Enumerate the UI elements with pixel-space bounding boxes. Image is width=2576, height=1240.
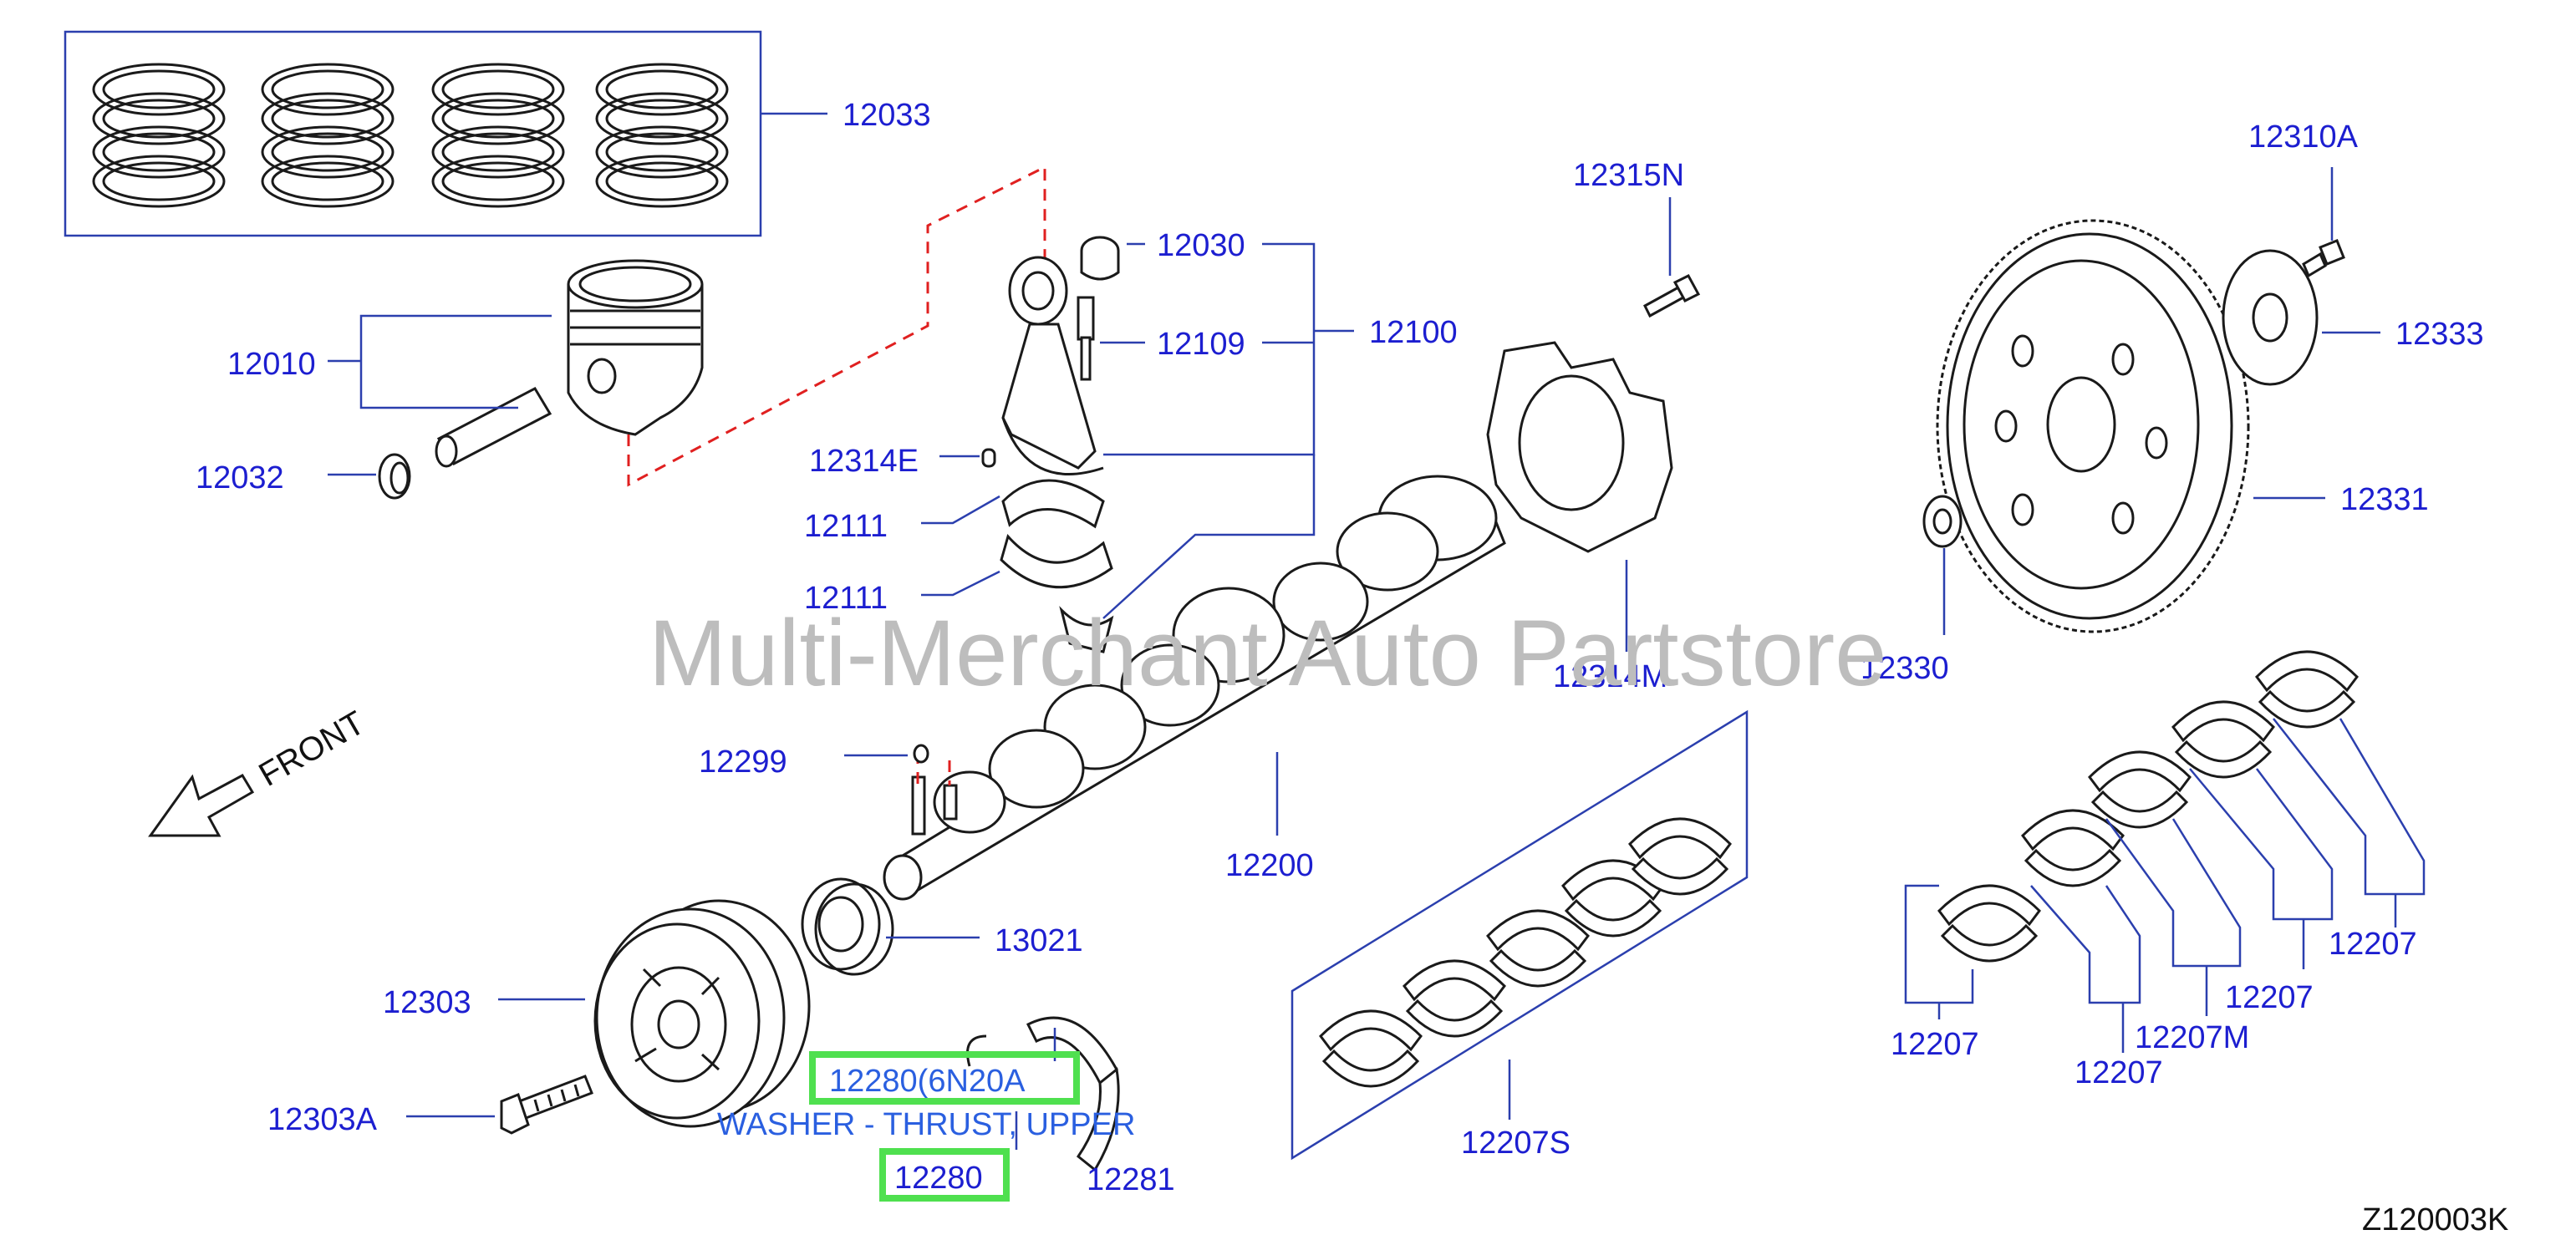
flywheel-bolt-drawing: [2302, 239, 2345, 278]
label-12200[interactable]: 12200: [1225, 848, 1314, 883]
reluctor-plate-drawing: [1486, 341, 1673, 553]
label-12207-b[interactable]: 12207: [2225, 980, 2314, 1015]
piston-drawing: [567, 259, 704, 436]
label-12303[interactable]: 12303: [383, 985, 471, 1020]
label-12207S[interactable]: 12207S: [1461, 1126, 1571, 1161]
connecting-rod-drawing: [981, 236, 1120, 475]
assembly-guide-dashed: [627, 165, 1046, 487]
label-12111-lower[interactable]: 12111: [804, 581, 888, 616]
front-label: FRONT: [253, 704, 371, 794]
front-arrow-icon: [148, 774, 255, 837]
label-12032[interactable]: 12032: [196, 460, 284, 495]
main-bearing-set-box: [1291, 709, 1749, 1161]
pilot-bushing-drawing: [1922, 495, 1963, 548]
label-13021[interactable]: 13021: [995, 923, 1083, 958]
watermark: Multi-Merchant Auto Partstore: [649, 601, 1886, 705]
label-12314E[interactable]: 12314E: [809, 444, 919, 479]
label-thrust-washer-description: WASHER - THRUST, UPPER: [717, 1107, 1135, 1142]
label-12331[interactable]: 12331: [2340, 482, 2429, 517]
label-12314M[interactable]: 12314M: [1553, 659, 1667, 694]
label-12207-a[interactable]: 12207: [1891, 1027, 1979, 1062]
label-12010[interactable]: 12010: [227, 347, 316, 382]
pulley-bolt-drawing: [500, 1075, 593, 1135]
piston-pin-drawing: [435, 387, 552, 468]
label-12310A[interactable]: 12310A: [2248, 119, 2359, 155]
label-12109[interactable]: 12109: [1157, 327, 1245, 362]
highlight-12280: [879, 1148, 1010, 1202]
highlight-part-number: [809, 1051, 1080, 1105]
label-12030[interactable]: 12030: [1157, 228, 1245, 263]
piston-rings-drawing: [92, 63, 729, 208]
label-12333[interactable]: 12333: [2395, 317, 2484, 352]
diagram-code: Z120003K: [2362, 1202, 2508, 1237]
label-12330[interactable]: 12330: [1861, 651, 1949, 686]
reluctor-bolt-drawing: [1643, 274, 1701, 318]
label-12315N[interactable]: 12315N: [1573, 158, 1684, 193]
label-12100[interactable]: 12100: [1369, 315, 1458, 350]
sprocket-drawing: [801, 877, 894, 976]
label-12281[interactable]: 12281: [1087, 1162, 1175, 1197]
label-12207-e[interactable]: 12207: [2329, 927, 2417, 962]
main-bearings-drawing: [1937, 650, 2359, 963]
label-12033[interactable]: 12033: [843, 98, 931, 133]
label-12207M[interactable]: 12207M: [2135, 1020, 2249, 1055]
flywheel-plate-drawing: [2222, 249, 2319, 386]
label-12303A[interactable]: 12303A: [267, 1102, 378, 1137]
label-12280[interactable]: 12280: [894, 1161, 983, 1196]
main-bearing-set-drawing: [1319, 817, 1732, 1088]
label-12207-d[interactable]: 12207: [2075, 1055, 2163, 1090]
piston-ring-box: [64, 30, 762, 237]
label-12111-upper[interactable]: 12111: [804, 509, 888, 544]
pulley-drawing: [593, 899, 811, 1128]
rod-bearing-drawing: [1000, 479, 1114, 653]
snap-ring-drawing: [378, 453, 411, 500]
crankshaft-drawing: [883, 475, 1506, 901]
label-12280-part-number[interactable]: 12280(6N20A: [829, 1064, 1026, 1099]
label-12299[interactable]: 12299: [699, 745, 787, 780]
flywheel-drawing: [1936, 219, 2250, 633]
